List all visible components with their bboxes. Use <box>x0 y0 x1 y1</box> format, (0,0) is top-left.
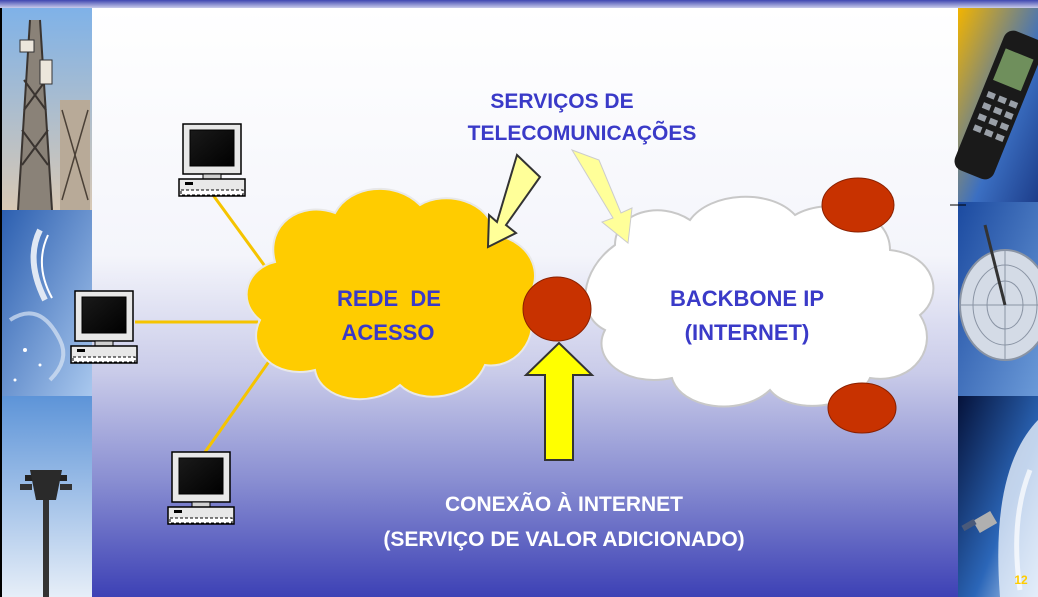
right-photo-strip <box>954 8 1038 597</box>
satellite-photo <box>958 396 1038 597</box>
arrow-to-access-network <box>486 153 542 249</box>
phone-photo <box>954 8 1038 202</box>
computer-icon <box>70 290 138 364</box>
computer-icon <box>167 451 235 525</box>
computer-icon <box>178 123 246 197</box>
red-nodes <box>522 177 897 434</box>
page-number: 12 <box>1014 573 1028 587</box>
mast-photo <box>2 396 92 597</box>
tower-photo <box>2 8 92 211</box>
top-bar <box>0 0 1038 8</box>
services-label-line1: SERVIÇOS DE <box>490 90 633 113</box>
arrow-up-connection <box>523 341 595 461</box>
node-top-right <box>821 177 895 233</box>
node-gateway <box>522 276 592 342</box>
access-network-cloud <box>245 187 536 401</box>
node-bottom-right <box>827 382 897 434</box>
connection-label-line1: CONEXÃO À INTERNET <box>445 493 683 516</box>
access-network-label-line1: REDE DE <box>337 286 441 311</box>
labels: SERVIÇOS DE TELECOMUNICAÇÕES REDE DE ACE… <box>337 90 824 345</box>
arrow-to-backbone <box>570 149 633 244</box>
backbone-label-line2: (INTERNET) <box>685 320 810 345</box>
connection-labels: CONEXÃO À INTERNET (SERVIÇO DE VALOR ADI… <box>383 493 744 551</box>
backbone-label-line1: BACKBONE IP <box>670 286 824 311</box>
satellite-dish-photo <box>958 202 1038 396</box>
backbone-cloud <box>584 195 935 408</box>
link-line-bottom <box>201 359 272 456</box>
connection-label-line2: (SERVIÇO DE VALOR ADICIONADO) <box>383 528 744 551</box>
services-label-line2: TELECOMUNICAÇÕES <box>468 121 697 145</box>
access-network-label-line2: ACESSO <box>342 320 435 345</box>
services-arrows <box>486 149 633 249</box>
